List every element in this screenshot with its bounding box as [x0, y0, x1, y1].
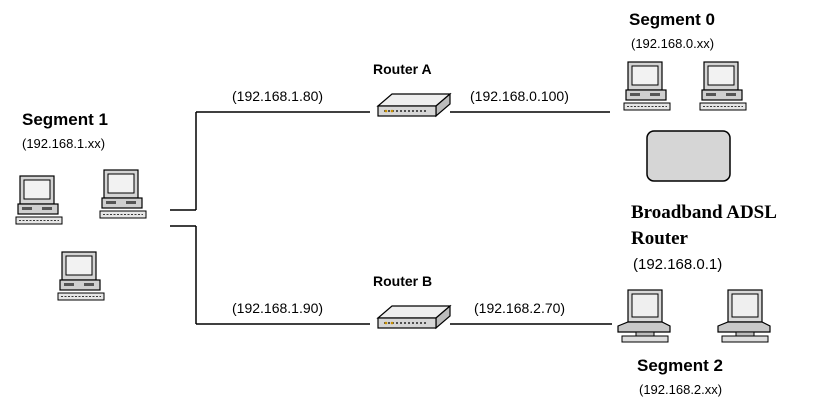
router-a-wan-ip: (192.168.0.100) — [470, 88, 569, 104]
desktop-computer-icon — [699, 61, 747, 111]
router-b-wan-ip: (192.168.2.70) — [474, 300, 566, 316]
router-b-lan-ip: (192.168.1.90) — [232, 300, 324, 316]
adsl-router-title-line2: Router — [631, 228, 688, 249]
desktop-computer-icon — [57, 251, 105, 301]
desktop-computer-icon — [99, 169, 147, 219]
crt-monitor-icon — [717, 289, 771, 343]
segment1-subnet: (192.168.1.xx) — [22, 136, 106, 151]
segment0-title: Segment 0 — [629, 10, 715, 29]
adsl-router-ip: (192.168.0.1) — [633, 256, 723, 273]
router-a-icon — [377, 93, 451, 117]
segment2-subnet: (192.168.2.xx) — [639, 382, 723, 397]
adsl-router-title-line1: Broadband ADSL — [631, 202, 777, 223]
segment0-subnet: (192.168.0.xx) — [631, 36, 715, 51]
adsl-router-icon — [646, 130, 731, 182]
router-a-title: Router A — [373, 61, 432, 77]
segment1-title: Segment 1 — [22, 110, 108, 129]
desktop-computer-icon — [15, 175, 63, 225]
segment2-title: Segment 2 — [637, 356, 723, 375]
router-b-icon — [377, 305, 451, 329]
crt-monitor-icon — [617, 289, 671, 343]
desktop-computer-icon — [623, 61, 671, 111]
router-b-title: Router B — [373, 273, 433, 289]
router-a-lan-ip: (192.168.1.80) — [232, 88, 324, 104]
segment1-bus-line — [170, 112, 197, 324]
